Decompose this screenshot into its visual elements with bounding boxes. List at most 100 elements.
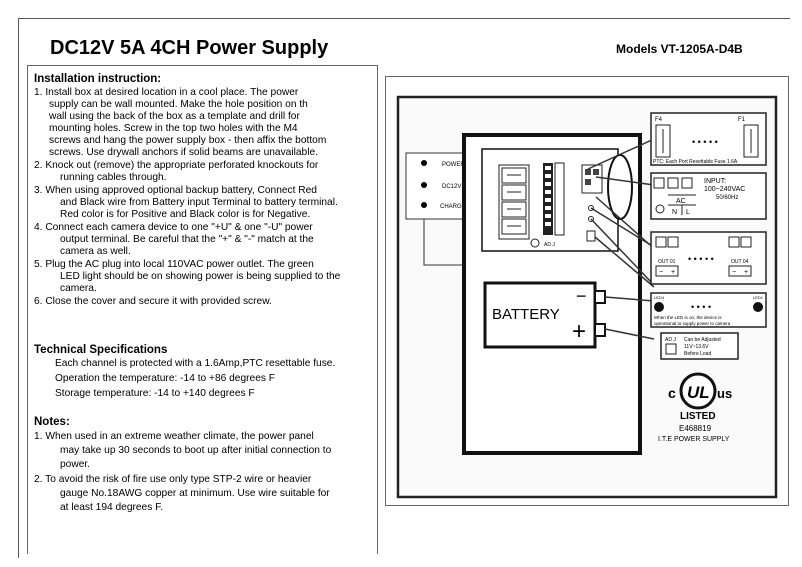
output-dots: • • • • • <box>688 254 714 264</box>
cable-knockout <box>607 154 633 220</box>
install-line: Red color is for Positive and Black colo… <box>60 209 311 220</box>
model-number: Models VT-1205A-D4B <box>616 42 743 56</box>
install-line: 2. Knock out (remove) the appropriate pe… <box>34 160 319 171</box>
ul-ite: I.T.E POWER SUPPLY <box>658 436 730 443</box>
input-line1: INPUT: <box>704 178 726 185</box>
board-adj-icon <box>530 238 540 248</box>
page-title: DC12V 5A 4CH Power Supply <box>50 37 329 59</box>
led-caption2: operational to supply power to camera <box>654 321 731 326</box>
out-left-label: OUT 01 <box>658 259 676 265</box>
install-line: 3. When using approved optional backup b… <box>34 185 317 196</box>
out-right-label: OUT 04 <box>731 259 749 265</box>
install-line: wall using the back of the box as a temp… <box>49 111 300 122</box>
ac-label: AC <box>676 198 686 205</box>
note-line: gauge No.18AWG copper at minimum. Use wi… <box>60 488 330 499</box>
wiring-diagram: POWER DC12V CHARGE <box>396 95 778 499</box>
install-line: output terminal. Be careful that the "+"… <box>60 234 314 245</box>
spec-line: Storage temperature: -14 to +140 degrees… <box>55 388 255 399</box>
input-detail: AC N L INPUT: 100~240VAC 50/60Hz <box>650 172 767 220</box>
side-label-charge: CHARGE <box>440 204 466 210</box>
ul-us: us <box>717 386 732 401</box>
input-screw-icon <box>681 177 693 189</box>
callout-lines <box>587 138 655 340</box>
install-line: and Black wire from Battery input Termin… <box>60 197 338 208</box>
note-line: 1. When used in an extreme weather clima… <box>34 431 314 442</box>
adj-pot <box>586 230 596 242</box>
install-line: 1. Install box at desired location in a … <box>34 87 299 98</box>
led-left-label: LED4 <box>654 295 665 300</box>
adj-line1: Can be Adjusted <box>684 337 721 343</box>
output-screw-icon <box>655 236 667 248</box>
install-line: mounting holes. Screw in the top two hol… <box>49 123 298 134</box>
install-line: running cables through. <box>60 172 167 183</box>
install-line: camera. <box>60 283 97 294</box>
spec-line: Operation the temperature: -14 to +86 de… <box>55 373 276 384</box>
installation-title: Installation instruction: <box>34 73 162 85</box>
adj-line2: 11V~13.6V <box>684 344 709 350</box>
ul-mark: UL <box>687 383 710 402</box>
ul-circle-icon <box>679 372 717 410</box>
out-left-minus: − <box>659 269 663 276</box>
note-line: may take up 30 seconds to boot up after … <box>60 445 332 456</box>
input-screw-icon <box>653 177 665 189</box>
note-line: at least 194 degrees F. <box>60 502 164 513</box>
side-label-power: POWER <box>442 162 465 168</box>
out-right-plus: + <box>744 269 748 276</box>
fuse-left-label: F4 <box>655 117 663 123</box>
input-line3: 50/60Hz <box>716 195 738 201</box>
led-icon <box>753 302 763 312</box>
ul-number: E468819 <box>679 424 712 433</box>
adj-detail: AD J Can be Adjusted 11V~13.6V Before Lo… <box>660 332 739 360</box>
adj-label: AD J <box>665 337 676 343</box>
led-dots: • • • • <box>691 302 711 312</box>
input-line2: 100~240VAC <box>704 186 745 193</box>
terminal-labels <box>554 162 565 236</box>
install-line: 4. Connect each camera device to one "+U… <box>34 222 313 233</box>
diagram-panel: POWER DC12V CHARGE <box>385 76 789 506</box>
install-line: camera as well. <box>60 246 131 257</box>
led-icon <box>654 302 664 312</box>
install-line: supply can be wall mounted. Make the hol… <box>49 99 308 110</box>
charge-led-icon <box>421 202 427 208</box>
specs-title: Technical Specifications <box>34 344 168 356</box>
n-label: N <box>672 209 677 216</box>
input-screw-icon <box>667 177 679 189</box>
battery-minus: − <box>576 286 587 306</box>
ground-icon <box>655 204 665 214</box>
install-line: LED light should be on showing power is … <box>60 271 341 282</box>
output-detail: • • • • • OUT 01 OUT 04 − + − + <box>650 231 767 285</box>
fuse-dots: • • • • • <box>692 137 718 147</box>
side-indicator-box: POWER DC12V CHARGE <box>405 152 488 266</box>
adj-knob-icon <box>665 343 677 355</box>
led-caption1: When the LED is on, the device is <box>654 315 722 320</box>
output-screw-icon <box>667 236 679 248</box>
battery-label: BATTERY <box>492 306 560 323</box>
install-line: 6. Close the cover and secure it with pr… <box>34 296 272 307</box>
adj-line3: Before Load <box>684 351 711 357</box>
power-led-icon <box>421 160 427 166</box>
note-line: power. <box>60 459 91 470</box>
install-line: screws. Use drywall anchors if solid bea… <box>49 147 318 158</box>
install-line: 5. Plug the AC plug into local 110VAC po… <box>34 259 314 270</box>
l-label: L <box>686 209 690 216</box>
side-label-dc12v: DC12V <box>442 184 461 190</box>
out-right-minus: − <box>732 269 736 276</box>
install-line: screws and hang the power supply box - t… <box>49 135 327 146</box>
fuse-caption: PTC: Each Port Resettable Fuse 1.6A <box>653 159 738 165</box>
board-adj-label: AD J <box>544 242 555 248</box>
battery-plus: + <box>572 318 586 345</box>
led-right-label: LED1 <box>753 295 764 300</box>
ul-c: c <box>668 385 676 401</box>
led-detail: LED4 LED1 • • • • When the LED is on, th… <box>650 292 767 328</box>
instructions-panel: Installation instruction: 1. Install box… <box>27 65 378 554</box>
spec-line: Each channel is protected with a 1.6Amp,… <box>55 358 336 369</box>
battery: BATTERY − + <box>483 281 606 349</box>
fuse-detail: F4 F1 • • • • • PTC: Each Port Resettabl… <box>650 112 767 166</box>
frame-left-rule <box>18 18 19 558</box>
note-line: 2. To avoid the risk of fire use only ty… <box>34 474 312 485</box>
ul-listing-mark: UL c us LISTED E468819 I.T.E POWER SUPPL… <box>658 372 732 443</box>
frame-top-rule <box>18 18 790 19</box>
notes-title: Notes: <box>34 416 70 428</box>
out-left-plus: + <box>671 269 675 276</box>
fuse-right-label: F1 <box>738 117 746 123</box>
